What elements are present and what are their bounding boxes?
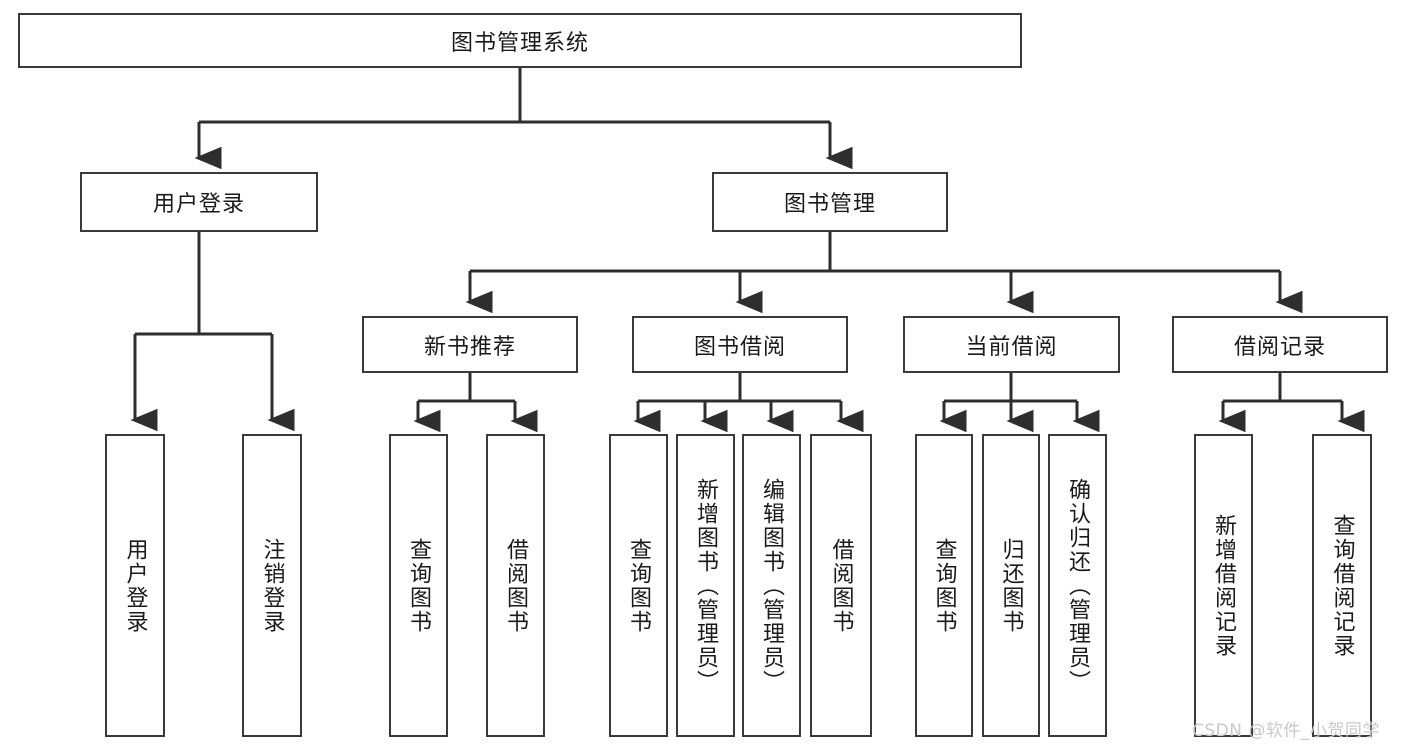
- node-book-borrow-label: 图书借阅: [693, 334, 786, 360]
- node-current-borrow-label: 当前借阅: [965, 334, 1058, 360]
- leaf-label: 借阅图书: [503, 537, 529, 634]
- leaf-user-login-signin[interactable]: 用户登录: [105, 434, 165, 737]
- leaf-label: 归还图书: [998, 537, 1024, 634]
- node-user-login[interactable]: 用户登录: [80, 172, 318, 232]
- leaf-label: 查询图书: [931, 537, 957, 634]
- leaf-borrow-record-add[interactable]: 新增借阅记录: [1194, 434, 1253, 737]
- node-new-book-recommend-label: 新书推荐: [423, 334, 516, 360]
- leaf-label: 编辑图书（管理员）: [759, 477, 785, 694]
- leaf-label: 确认归还（管理员）: [1065, 477, 1091, 694]
- leaf-book-borrow-query[interactable]: 查询图书: [609, 434, 668, 737]
- leaf-label: 注销登录: [259, 537, 285, 634]
- node-new-book-recommend[interactable]: 新书推荐: [362, 316, 578, 373]
- node-book-management-label: 图书管理: [783, 192, 876, 217]
- leaf-label: 查询图书: [626, 537, 652, 634]
- node-book-borrow[interactable]: 图书借阅: [632, 316, 848, 373]
- leaf-borrow-record-query[interactable]: 查询借阅记录: [1312, 434, 1372, 737]
- leaf-new-book-query[interactable]: 查询图书: [389, 434, 448, 737]
- node-book-management[interactable]: 图书管理: [712, 172, 948, 232]
- leaf-label: 用户登录: [122, 537, 148, 634]
- watermark: CSDN @软件_小贺同学: [1192, 721, 1380, 741]
- leaf-book-borrow-lend[interactable]: 借阅图书: [810, 434, 872, 737]
- leaf-label: 新增借阅记录: [1211, 513, 1237, 658]
- leaf-current-borrow-confirm[interactable]: 确认归还（管理员）: [1048, 434, 1107, 737]
- leaf-label: 查询图书: [406, 537, 432, 634]
- leaf-new-book-borrow[interactable]: 借阅图书: [486, 434, 545, 737]
- leaf-current-borrow-query[interactable]: 查询图书: [915, 434, 973, 737]
- leaf-user-login-signout[interactable]: 注销登录: [242, 434, 302, 737]
- node-user-login-label: 用户登录: [152, 192, 245, 217]
- node-borrow-record[interactable]: 借阅记录: [1172, 316, 1388, 373]
- leaf-book-borrow-edit[interactable]: 编辑图书（管理员）: [742, 434, 801, 737]
- node-borrow-record-label: 借阅记录: [1233, 334, 1326, 360]
- leaf-current-borrow-return[interactable]: 归还图书: [982, 434, 1040, 737]
- leaf-label: 查询借阅记录: [1329, 513, 1355, 658]
- leaf-book-borrow-add[interactable]: 新增图书（管理员）: [676, 434, 735, 737]
- leaf-label: 新增图书（管理员）: [693, 477, 719, 694]
- node-root-label: 图书管理系统: [450, 30, 589, 56]
- node-current-borrow[interactable]: 当前借阅: [903, 316, 1120, 373]
- node-root[interactable]: 图书管理系统: [18, 13, 1022, 68]
- leaf-label: 借阅图书: [828, 537, 854, 634]
